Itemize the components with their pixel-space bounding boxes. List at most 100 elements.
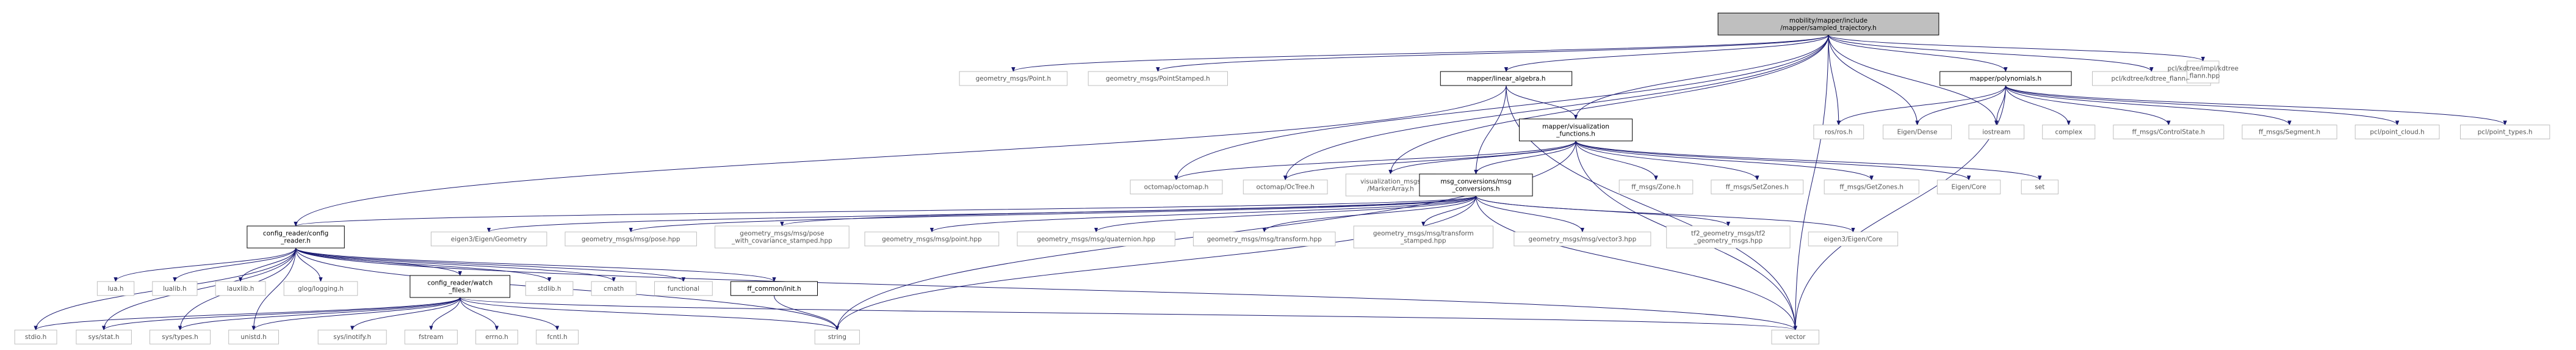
node-label: octomap/octomap.h xyxy=(1144,184,1209,191)
node-eigen3-geometry: eigen3/Eigen/Geometry xyxy=(430,232,547,247)
edge-watch-files-to-sys-inotify xyxy=(352,297,461,330)
node-box xyxy=(409,275,511,298)
edge-config-reader-to-glog xyxy=(295,247,321,282)
node-label: msg_conversions/msg xyxy=(1440,178,1511,185)
node-box xyxy=(1883,125,1952,140)
edge-visualization-functions-to-ff-set-zones xyxy=(1575,140,1757,180)
edge-root-to-geom-point xyxy=(1013,34,1829,72)
node-label: mobility/mapper/include xyxy=(1789,17,1867,24)
node-label: Eigen/Dense xyxy=(1897,129,1938,136)
node-lua: lua.h xyxy=(96,281,135,296)
node-box xyxy=(1968,125,2025,140)
edge-watch-files-to-vector xyxy=(460,297,1795,330)
node-msg-quaternion: geometry_msgs/msg/quaternion.hpp xyxy=(1017,232,1175,247)
node-glog: glog/logging.h xyxy=(283,281,358,296)
node-label: eigen3/Eigen/Geometry xyxy=(451,236,527,243)
node-fcntl: fcntl.h xyxy=(536,329,579,345)
node-box xyxy=(76,329,132,345)
edge-polynomials-to-iostream xyxy=(1996,85,2006,125)
node-box xyxy=(152,281,198,296)
node-msg-conversions[interactable]: msg_conversions/msg_conversions.h xyxy=(1419,173,1533,197)
edge-visualization-functions-to-eigen-core xyxy=(1575,140,1969,180)
node-box xyxy=(2460,125,2550,140)
edge-msg-conversions-to-msg-pose xyxy=(631,195,1476,233)
node-box xyxy=(1618,180,1694,195)
node-root: mobility/mapper/include/mapper/sampled_t… xyxy=(1717,12,1939,35)
node-tf2-geometry: tf2_geometry_msgs/tf2_geometry_msgs.hpp xyxy=(1666,225,1791,249)
edge-ff-common-init-to-string xyxy=(774,295,837,330)
edge-watch-files-to-stdio xyxy=(36,297,461,330)
edge-watch-files-to-unistd xyxy=(254,297,461,330)
edge-config-reader-to-functional xyxy=(295,247,684,282)
node-polynomials[interactable]: mapper/polynomials.h xyxy=(1939,71,2072,86)
node-label: geometry_msgs/msg/point.hpp xyxy=(882,236,982,243)
node-geom-point-stamped: geometry_msgs/PointStamped.h xyxy=(1088,71,1228,86)
edge-root-to-vector xyxy=(1795,35,1829,330)
edge-visualization-functions-to-octomap xyxy=(1176,140,1576,181)
node-msg-vector3: geometry_msgs/msg/vector3.hpp xyxy=(1513,232,1651,247)
edge-config-reader-to-stdlib xyxy=(295,247,550,282)
edge-root-to-linear-algebra xyxy=(1506,35,1829,72)
node-box xyxy=(2354,125,2440,140)
node-ff-control-state: ff_msgs/ControlState.h xyxy=(2113,125,2224,140)
node-label: lauxlib.h xyxy=(227,285,254,293)
node-msg-transform-stamped: geometry_msgs/msg/transform_stamped.hpp xyxy=(1353,225,1493,249)
edge-root-to-polynomials xyxy=(1828,35,2005,72)
node-functional: functional xyxy=(654,281,713,296)
edge-msg-conversions-to-vector xyxy=(1476,195,1795,330)
node-visualization-functions[interactable]: mapper/visualization_functions.h xyxy=(1519,118,1633,142)
node-ff-common-init[interactable]: ff_common/init.h xyxy=(730,281,818,296)
node-watch-files[interactable]: config_reader/watch_files.h xyxy=(409,275,511,298)
node-box xyxy=(317,329,387,345)
node-box xyxy=(1243,180,1328,195)
node-label: string xyxy=(828,334,846,341)
node-box xyxy=(96,281,135,296)
node-box xyxy=(1717,12,1939,35)
node-box xyxy=(1936,180,2001,195)
node-box xyxy=(1192,232,1336,247)
node-label: pcl/kdtree/kdtree_flann.h xyxy=(2112,75,2192,82)
node-label: pcl/kdtree/impl/kdtree xyxy=(2168,65,2239,72)
node-label: Eigen/Core xyxy=(1952,184,1986,191)
node-label: errno.h xyxy=(485,334,508,341)
node-label: _geometry_msgs.hpp xyxy=(1694,238,1763,245)
node-eigen3-core: eigen3/Eigen/Core xyxy=(1808,232,1899,247)
node-config-reader[interactable]: config_reader/config_reader.h xyxy=(247,225,345,249)
edge-watch-files-to-fstream xyxy=(431,297,461,330)
edge-config-reader-to-ff-common-init xyxy=(295,247,774,282)
node-label: ros/ros.h xyxy=(1825,129,1853,136)
edge-watch-files-to-errno xyxy=(460,297,497,330)
node-sys-inotify: sys/inotify.h xyxy=(317,329,387,345)
node-box xyxy=(1088,71,1228,86)
node-box xyxy=(404,329,458,345)
node-label: mapper/polynomials.h xyxy=(1970,75,2042,82)
node-label: geometry_msgs/msg/pose xyxy=(740,230,824,238)
node-box xyxy=(959,71,1068,86)
node-box xyxy=(1519,118,1633,142)
node-msg-pose-cov: geometry_msgs/msg/pose_with_covariance_s… xyxy=(715,225,850,249)
node-label: cmath xyxy=(604,285,624,293)
node-lualib: lualib.h xyxy=(152,281,198,296)
node-box xyxy=(430,232,547,247)
edge-polynomials-to-pcl-point-types xyxy=(2005,85,2505,126)
edge-watch-files-to-sys-types xyxy=(180,297,461,330)
node-box xyxy=(525,281,574,296)
node-label: geometry_msgs/msg/vector3.hpp xyxy=(1529,236,1637,243)
edge-config-reader-to-vector xyxy=(295,247,1795,330)
node-linear-algebra[interactable]: mapper/linear_algebra.h xyxy=(1440,71,1573,86)
node-label: _reader.h xyxy=(280,238,311,245)
node-stdio: stdio.h xyxy=(14,329,57,345)
edge-msg-conversions-to-eigen3-core xyxy=(1476,195,1853,233)
node-label: ff_msgs/ControlState.h xyxy=(2132,129,2206,136)
node-box xyxy=(2187,60,2220,84)
edge-watch-files-to-fcntl xyxy=(460,297,557,330)
node-box xyxy=(1808,232,1899,247)
node-box xyxy=(2113,125,2224,140)
node-octree: octomap/OcTree.h xyxy=(1243,180,1328,195)
node-set: set xyxy=(2021,180,2058,195)
node-label: lua.h xyxy=(108,285,124,293)
node-box xyxy=(814,329,860,345)
node-geom-point: geometry_msgs/Point.h xyxy=(959,71,1068,86)
edge-root-to-iostream xyxy=(1828,35,1996,125)
